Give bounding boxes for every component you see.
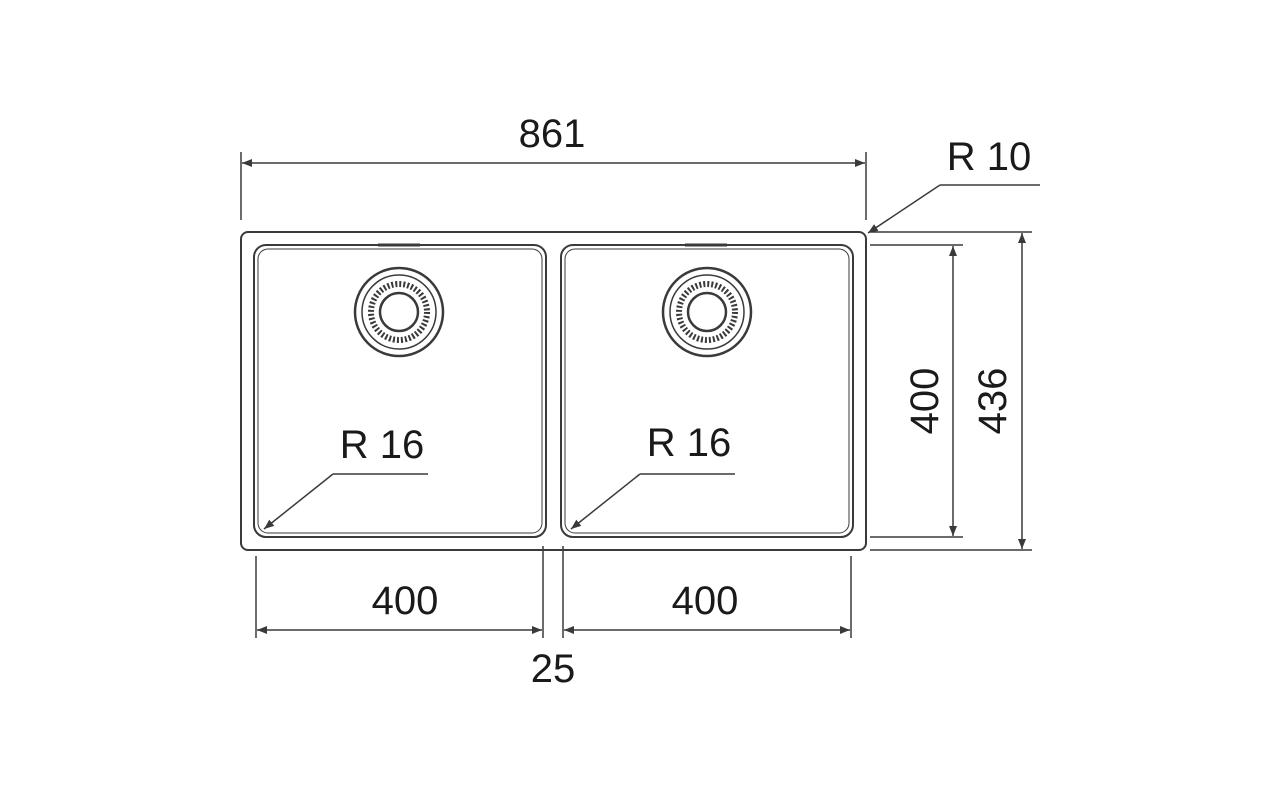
left-bowl-inner-outline (257, 248, 543, 534)
bowl-depth-label: 400 (903, 368, 947, 435)
corner-radius-leader-arrow (867, 184, 941, 234)
left-bowl-radius-leader-arrow (263, 473, 334, 530)
right-bowl-width-label: 400 (672, 579, 739, 623)
right-bowl-radius-leader-arrow (570, 473, 641, 530)
divider-width-label: 25 (531, 647, 576, 691)
right-bowl-radius-label: R 16 (647, 421, 732, 465)
overall-width-label: 861 (519, 112, 586, 156)
right-bowl-outline (560, 244, 854, 538)
left-drain-icon (353, 266, 445, 358)
right-drain-icon (661, 266, 753, 358)
right-bowl-inner-outline (564, 248, 850, 534)
left-bowl-outline (253, 244, 547, 538)
left-bowl-radius-label: R 16 (340, 423, 425, 467)
sink-outer-outline (240, 231, 867, 551)
corner-radius-label: R 10 (947, 135, 1032, 179)
overall-depth-label: 436 (971, 368, 1015, 435)
left-bowl-width-label: 400 (372, 579, 439, 623)
